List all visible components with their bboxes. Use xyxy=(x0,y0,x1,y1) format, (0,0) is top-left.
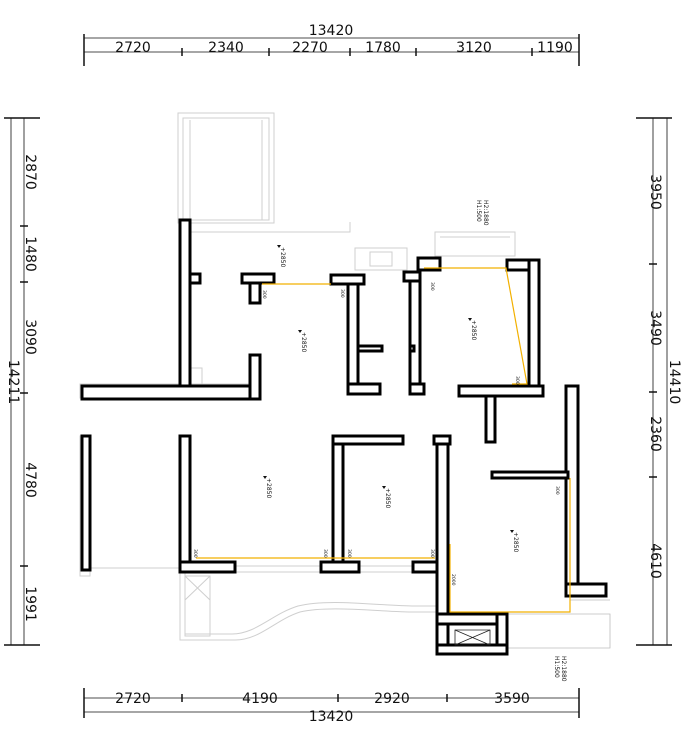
left-seg-3: 3090 xyxy=(22,319,38,355)
ceiling-marker-1: +2850 xyxy=(277,245,286,267)
ceiling-marker-4: +2850 xyxy=(263,476,272,498)
socket-label-10: 2000 xyxy=(450,574,456,586)
svg-text:H1:500: H1:500 xyxy=(553,656,560,678)
socket-label-4: 300 xyxy=(514,376,520,385)
socket-labels: 300 300 300 300 300 300 300 300 300 2000 xyxy=(192,282,560,586)
right-seg-4: 4610 xyxy=(647,543,663,579)
svg-text:H2:1880: H2:1880 xyxy=(560,656,567,682)
bottom-seg-1: 2720 xyxy=(115,691,151,707)
socket-label-2: 300 xyxy=(339,289,345,298)
left-seg-5: 1991 xyxy=(22,586,38,622)
svg-text:+2850: +2850 xyxy=(279,247,286,267)
left-total: 14211 xyxy=(5,360,21,405)
top-seg-3: 2270 xyxy=(292,40,328,56)
window-note-top: H1:500 H2:1880 xyxy=(475,200,489,226)
svg-text:+2850: +2850 xyxy=(300,332,307,352)
bottom-dimension-chain: 2720 4190 2920 3590 13420 xyxy=(83,688,580,725)
svg-text:H1:500: H1:500 xyxy=(475,200,482,222)
left-seg-2: 1480 xyxy=(22,236,38,272)
socket-label-7: 300 xyxy=(346,549,352,558)
ceiling-marker-6: +2850 xyxy=(510,530,519,552)
left-dimension-chain: 14211 2870 1480 3090 4780 1991 xyxy=(4,117,40,646)
svg-text:+2850: +2850 xyxy=(470,320,477,340)
svg-text:H2:1880: H2:1880 xyxy=(482,200,489,226)
ceiling-marker-2: +2850 xyxy=(298,330,307,352)
top-dimension-chain: 13420 2720 2340 2270 1780 3120 1190 xyxy=(83,23,580,66)
svg-text:+2850: +2850 xyxy=(512,532,519,552)
window-note-bottom: H1:500 H2:1880 xyxy=(553,656,567,682)
left-seg-4: 4780 xyxy=(22,462,38,498)
svg-text:+2850: +2850 xyxy=(265,478,272,498)
socket-label-8: 300 xyxy=(429,549,435,558)
walls xyxy=(80,218,608,656)
right-seg-2: 3490 xyxy=(647,310,663,346)
left-seg-1: 2870 xyxy=(22,154,38,190)
top-seg-2: 2340 xyxy=(208,40,244,56)
socket-label-3: 300 xyxy=(429,282,435,291)
socket-label-6: 300 xyxy=(322,549,328,558)
bottom-seg-4: 3590 xyxy=(494,691,530,707)
right-total: 14410 xyxy=(666,360,682,405)
ceiling-marker-5: +2850 xyxy=(382,486,391,508)
bottom-seg-3: 2920 xyxy=(374,691,410,707)
ceiling-marker-3: +2850 xyxy=(468,318,477,340)
socket-label-5: 300 xyxy=(192,549,198,558)
top-total: 13420 xyxy=(309,23,354,39)
bottom-seg-2: 4190 xyxy=(242,691,278,707)
svg-text:+2850: +2850 xyxy=(384,488,391,508)
bottom-total: 13420 xyxy=(309,709,354,725)
right-seg-1: 3950 xyxy=(647,174,663,210)
right-seg-3: 2360 xyxy=(647,416,663,452)
top-seg-6: 1190 xyxy=(537,40,573,56)
ceiling-heights: +2850 +2850 +2850 +2850 +2850 +2850 xyxy=(263,245,519,552)
door-lines xyxy=(196,267,571,613)
right-dimension-chain: 3950 3490 2360 4610 14410 xyxy=(636,117,682,646)
top-seg-1: 2720 xyxy=(115,40,151,56)
top-seg-5: 3120 xyxy=(456,40,492,56)
top-seg-4: 1780 xyxy=(365,40,401,56)
socket-label-1: 300 xyxy=(261,290,267,299)
socket-label-9: 300 xyxy=(554,486,560,495)
